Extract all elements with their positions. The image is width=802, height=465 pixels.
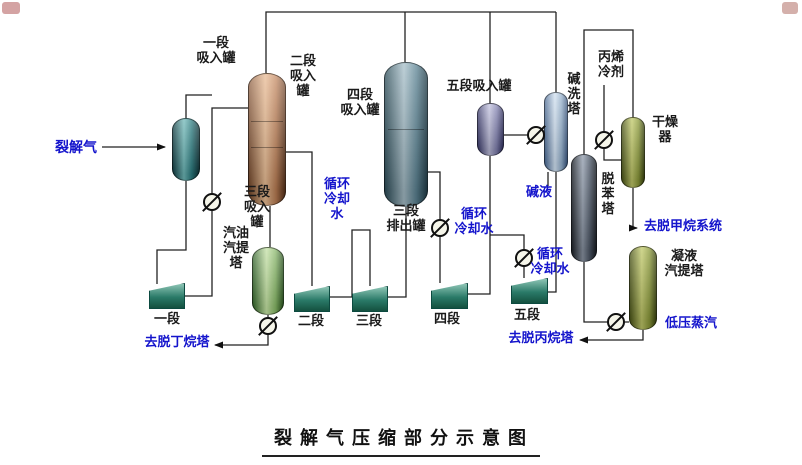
pipe xyxy=(548,172,557,293)
vessel-stage1-suction-drum xyxy=(172,118,200,181)
tray-line xyxy=(387,128,425,130)
label-cooling-water-3: 循环 冷却水 xyxy=(530,246,570,276)
vessel-stage5-suction-drum xyxy=(477,103,504,156)
pipe-propylene xyxy=(603,85,621,161)
label-propylene-refrigerant: 丙烯 冷剂 xyxy=(597,49,624,79)
pipe xyxy=(428,171,441,283)
label-compressor-stage2: 二段 xyxy=(297,313,324,328)
label-to-debutanizer: 去脱丁烷塔 xyxy=(144,334,210,349)
tray-line xyxy=(251,147,283,149)
label-condensate-stripper: 凝液 汽提塔 xyxy=(664,248,704,278)
diagram-title-row: 裂解气压缩部分示意图 xyxy=(0,424,802,457)
label-compressor-stage1: 一段 xyxy=(153,311,180,326)
diagram-title: 裂解气压缩部分示意图 xyxy=(262,424,540,457)
label-stage3-suction-drum: 三段 吸入 罐 xyxy=(243,184,270,229)
control-valve-icon xyxy=(607,313,625,331)
pipe xyxy=(156,181,187,284)
control-valve-icon xyxy=(527,126,545,144)
label-to-depropanizer: 去脱丙烷塔 xyxy=(508,330,574,345)
tray-line xyxy=(251,121,283,123)
pipe-to-demethanizer xyxy=(629,188,638,232)
control-valve-icon xyxy=(203,193,221,211)
control-valve-icon xyxy=(259,317,277,335)
label-compressor-stage4: 四段 xyxy=(433,311,460,326)
label-cooling-water-2: 循环 冷却水 xyxy=(454,206,494,236)
vessel-stage2-suction-drum xyxy=(248,73,286,206)
pipe xyxy=(330,229,371,298)
label-stage5-suction-drum: 五段吸入罐 xyxy=(446,78,512,93)
label-cooling-water-1: 循环 冷却 水 xyxy=(323,176,350,221)
vessel-dryer xyxy=(621,117,645,188)
watermark-artifact xyxy=(2,2,20,14)
pipe xyxy=(286,151,313,286)
label-stage3-discharge-drum: 三段 排出罐 xyxy=(386,203,426,233)
watermark-artifact xyxy=(782,2,798,14)
vessel-condensate-stripper xyxy=(629,246,657,330)
label-lp-steam: 低压蒸汽 xyxy=(664,315,717,330)
vessel-caustic-wash-tower xyxy=(544,92,568,172)
label-stage4-suction-drum: 四段 吸入罐 xyxy=(340,87,380,117)
label-gasoline-stripper: 汽油 汽提 塔 xyxy=(222,225,249,270)
label-compressor-stage3: 三段 xyxy=(355,313,382,328)
control-valve-icon xyxy=(595,131,613,149)
pipe xyxy=(583,29,634,154)
label-to-demethanizer-system: 去脱甲烷系统 xyxy=(643,218,722,233)
pipe xyxy=(468,156,491,295)
label-caustic-liquor: 碱液 xyxy=(525,184,552,199)
label-cracked-gas: 裂解气 xyxy=(55,139,97,155)
control-valve-icon xyxy=(431,219,449,237)
label-stage1-suction-drum: 一段 吸入罐 xyxy=(196,35,236,65)
pipe-to-depropanizer xyxy=(579,330,644,344)
vessel-gasoline-stripper xyxy=(252,247,284,315)
pipe xyxy=(388,207,407,298)
pipe xyxy=(185,94,212,118)
pipe-top-header xyxy=(265,11,556,73)
vessel-stage4-suction-drum xyxy=(384,62,428,207)
label-compressor-stage5: 五段 xyxy=(513,307,540,322)
label-caustic-wash-tower: 碱 洗 塔 xyxy=(567,71,581,116)
label-debenzene-tower: 脱 苯 塔 xyxy=(601,171,615,216)
label-dryer: 干燥 器 xyxy=(651,114,678,144)
control-valve-icon xyxy=(515,249,533,267)
vessel-debenzene-tower xyxy=(571,154,597,262)
label-stage2-suction-drum: 二段 吸入 罐 xyxy=(289,53,316,98)
